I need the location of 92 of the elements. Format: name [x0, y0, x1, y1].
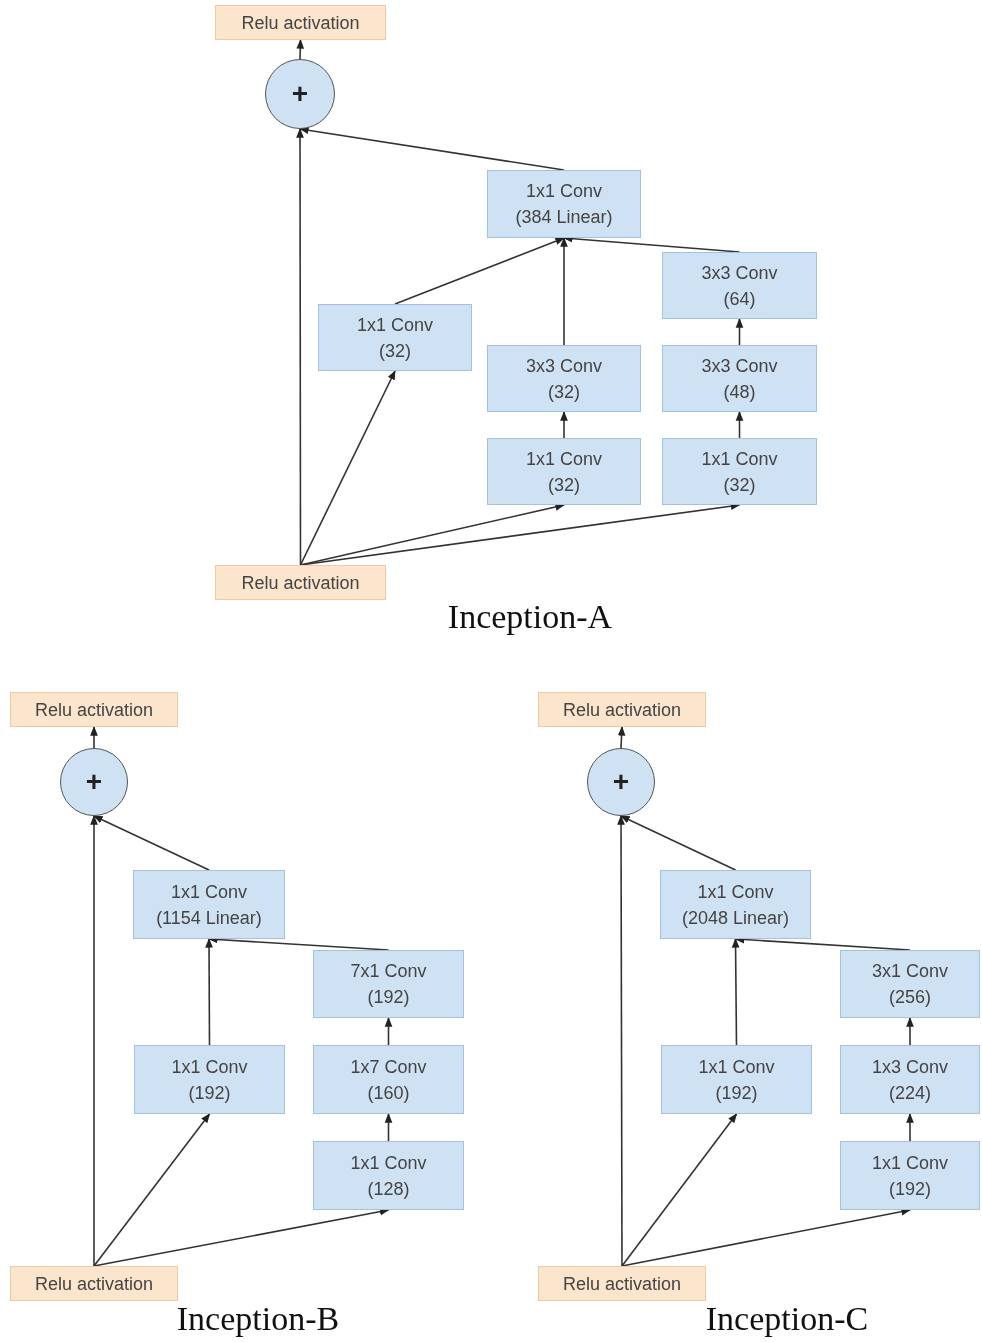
layer-name: 1x1 Conv [170, 880, 247, 904]
arrow [93, 815, 210, 871]
layer-name: 1x1 Conv [171, 1055, 248, 1079]
layer-name: 3x3 Conv [701, 261, 778, 285]
arrow [735, 318, 744, 346]
layer-name: Relu activation [562, 698, 682, 722]
conv-box [318, 304, 472, 371]
arrow [617, 815, 625, 1267]
arrow [299, 370, 396, 566]
layer-name: 3x3 Conv [525, 354, 602, 378]
layer-name: Relu activation [241, 11, 360, 35]
layer-name: 1x1 Conv [525, 180, 602, 203]
layer-name: 1x1 Conv [871, 1151, 948, 1175]
layer-size: (32) [723, 473, 756, 497]
plus-sign: + [612, 769, 630, 795]
conv-box [662, 252, 817, 319]
arrow [93, 1113, 211, 1267]
module-caption: Inception-C [705, 1300, 869, 1338]
layer-name: Relu activation [241, 571, 360, 595]
arrow [384, 1017, 393, 1046]
layer-size: (160) [367, 1081, 410, 1105]
layer-size: (32) [548, 380, 580, 404]
layer-size: (192) [188, 1081, 231, 1105]
conv-box [313, 1141, 464, 1210]
layer-size: (64) [723, 287, 756, 311]
arrow [299, 126, 565, 171]
conv-box [660, 870, 811, 939]
layer-name: 1x3 Conv [871, 1055, 948, 1079]
layer-name: 1x1 Conv [525, 447, 602, 471]
layer-size: (48) [723, 380, 756, 404]
layer-size: (32) [379, 339, 411, 363]
module-caption: Inception-A [447, 598, 613, 636]
layer-size: (1154 Linear) [156, 906, 262, 930]
layer-name: 1x7 Conv [350, 1055, 427, 1079]
arrow [205, 938, 213, 1046]
layer-name: 1x1 Conv [350, 1151, 427, 1175]
conv-box [487, 438, 641, 505]
arrow [296, 39, 305, 60]
layer-name: 1x1 Conv [698, 1055, 775, 1079]
arrow [90, 726, 98, 749]
arrow [620, 815, 737, 871]
layer-name: 3x1 Conv [871, 960, 948, 983]
activation-box [538, 692, 706, 727]
conv-box [840, 1045, 980, 1114]
layer-size: (192) [715, 1081, 758, 1105]
activation-box [10, 1266, 178, 1301]
layer-name: 3x3 Conv [701, 354, 778, 378]
conv-box [133, 870, 285, 939]
layer-name: Relu activation [34, 1272, 154, 1296]
arrow [906, 1017, 914, 1046]
layer-size: (192) [367, 986, 410, 1009]
conv-box [134, 1045, 285, 1114]
conv-box [313, 950, 464, 1018]
module-caption: Inception-B [176, 1300, 340, 1338]
layer-size: (2048 Linear) [681, 906, 790, 930]
arrow [296, 128, 304, 566]
arrow [90, 815, 98, 1267]
arrow [731, 938, 740, 1046]
conv-box [840, 1141, 980, 1210]
conv-box [487, 170, 641, 238]
arrow [394, 237, 565, 305]
conv-box [487, 345, 641, 412]
layer-name: 1x1 Conv [697, 880, 774, 904]
layer-name: 1x1 Conv [356, 313, 433, 337]
layer-name: 1x1 Conv [701, 447, 778, 471]
activation-box [538, 1266, 706, 1301]
arrow [735, 411, 744, 439]
plus-sign: + [291, 81, 309, 107]
layer-size: (32) [548, 473, 580, 497]
layer-name: 7x1 Conv [350, 960, 427, 983]
activation-box [215, 565, 386, 600]
conv-box [661, 1045, 812, 1114]
conv-box [662, 438, 817, 505]
layer-size: (128) [367, 1177, 410, 1201]
conv-box [840, 950, 980, 1018]
activation-box [10, 692, 178, 727]
layer-name: Relu activation [34, 698, 154, 722]
arrow [560, 411, 568, 439]
layer-size: (192) [889, 1177, 931, 1201]
arrow [560, 237, 568, 346]
arrow [384, 1113, 393, 1142]
layer-size: (256) [889, 986, 931, 1009]
arrow [617, 726, 626, 749]
layer-name: Relu activation [562, 1272, 682, 1296]
layer-size: (224) [889, 1081, 931, 1105]
arrow [906, 1113, 914, 1142]
layer-size: (384 Linear) [515, 206, 613, 229]
conv-box [662, 345, 817, 412]
plus-sign: + [85, 769, 103, 795]
activation-box [215, 5, 386, 40]
conv-box [313, 1045, 464, 1114]
arrow [621, 1113, 738, 1267]
